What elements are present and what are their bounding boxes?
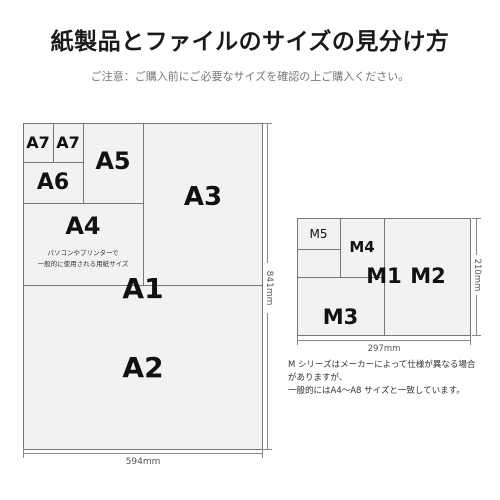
m-height-dim-tick-bottom [472, 335, 481, 336]
m-height-label: 210mm [472, 255, 482, 295]
divider-a4-top [23, 203, 143, 204]
caution-note: ご注意：ご購入前にご必要なサイズを確認の上ご購入ください。 [90, 70, 410, 83]
a-height-dim-tick-top [263, 123, 272, 124]
label-a6: A6 [36, 170, 70, 195]
label-a1: A1 [122, 272, 164, 305]
divider-a7 [53, 123, 54, 162]
m-width-dim-tick-left [297, 336, 298, 345]
divider-m5-bottom [297, 249, 340, 250]
divider-m3-top [297, 277, 384, 278]
m-height-dim-tick-top [472, 218, 481, 219]
m-series-note-line3: 一般的にはA4～A8 サイズと一致しています。 [288, 386, 465, 396]
divider-a1-a2 [23, 285, 263, 286]
divider-m4-left [340, 218, 341, 277]
divider-m2-left [384, 218, 385, 336]
m-width-dim-tick-right [470, 336, 471, 345]
a-height-dim-tick-bottom [263, 449, 272, 450]
label-a5: A5 [95, 147, 131, 175]
divider-a6-top [23, 162, 83, 163]
label-m5: M5 [309, 227, 328, 241]
m-series-note-line1: M シリーズはメーカーによって仕様が異なる場合 [288, 360, 476, 370]
label-m1: M1 [366, 264, 402, 288]
label-a7-left: A7 [26, 133, 50, 152]
page-title: 紙製品とファイルのサイズの見分け方 [50, 29, 450, 55]
divider-a3-left [143, 123, 144, 285]
a-width-dim-line [23, 453, 263, 454]
label-m2: M2 [410, 264, 446, 288]
m-width-dim-line [297, 340, 471, 341]
a4-caption-line2: 一般的に使用される用紙サイズ [37, 260, 129, 268]
label-a2: A2 [122, 351, 164, 384]
a-height-label: 841mm [264, 263, 274, 313]
label-a7-right: A7 [56, 133, 80, 152]
a-width-dim-tick-left [23, 449, 24, 458]
label-a3: A3 [183, 182, 223, 212]
m-series-note-line2: がありますが、 [288, 373, 348, 383]
a-width-label: 594mm [125, 457, 161, 467]
label-m4: M4 [349, 238, 375, 256]
a-width-dim-tick-right [262, 449, 263, 458]
label-a4: A4 [65, 212, 101, 240]
a4-caption-line1: パソコンやプリンターで [47, 249, 119, 257]
divider-a5-left [83, 123, 84, 203]
m-width-label: 297mm [367, 344, 401, 354]
label-m3: M3 [322, 305, 359, 329]
